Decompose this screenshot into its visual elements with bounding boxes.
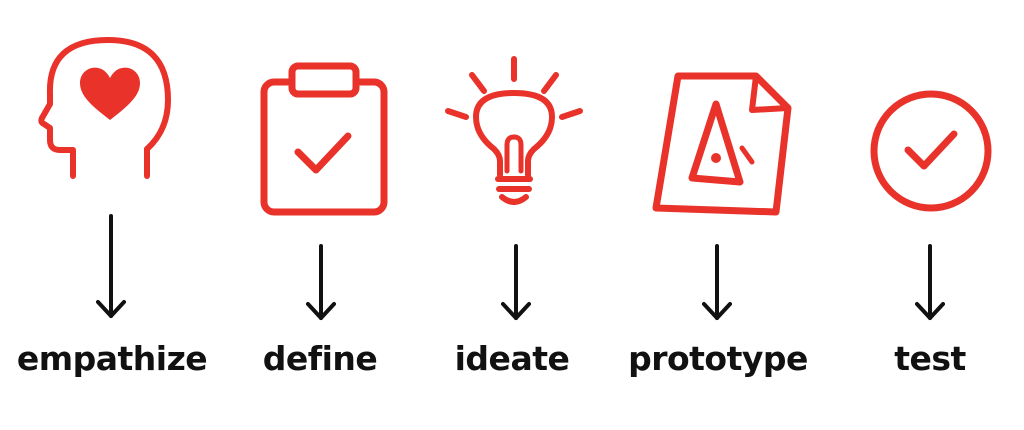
step-label-define: define — [262, 339, 378, 378]
step-label-ideate: ideate — [454, 339, 570, 378]
arrow-down-icon — [306, 244, 336, 320]
arrow-down-icon — [96, 214, 126, 318]
clipboard-check-icon — [260, 62, 388, 216]
document-triangle-icon — [652, 72, 792, 216]
step-label-prototype: prototype — [628, 339, 808, 378]
lightbulb-icon — [445, 56, 583, 205]
check-circle-icon — [870, 90, 992, 212]
arrow-down-icon — [915, 244, 945, 320]
step-label-test: test — [894, 339, 966, 378]
arrow-down-icon — [702, 244, 732, 320]
arrow-down-icon — [501, 244, 531, 320]
head-heart-icon — [38, 37, 171, 179]
step-label-empathize: empathize — [16, 339, 208, 378]
